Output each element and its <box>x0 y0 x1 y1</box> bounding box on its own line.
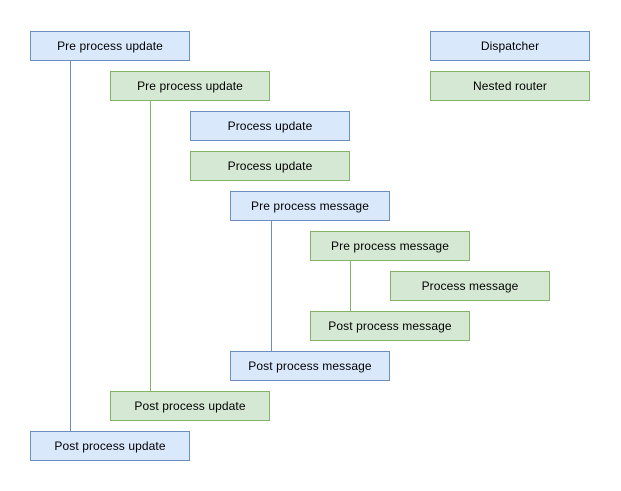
connector-n6-to-n8 <box>350 261 351 311</box>
connector-n2-to-n10 <box>150 101 151 391</box>
node-n4[interactable]: Process update <box>190 151 350 181</box>
legend-item-nested-router[interactable]: Nested router <box>430 71 590 101</box>
node-n9[interactable]: Post process message <box>230 351 390 381</box>
node-n7[interactable]: Process message <box>390 271 550 301</box>
node-n8[interactable]: Post process message <box>310 311 470 341</box>
node-n1[interactable]: Pre process update <box>30 31 190 61</box>
node-n3[interactable]: Process update <box>190 111 350 141</box>
connector-n5-to-n9 <box>271 221 272 351</box>
node-n6[interactable]: Pre process message <box>310 231 470 261</box>
node-n2[interactable]: Pre process update <box>110 71 270 101</box>
node-n11[interactable]: Post process update <box>30 431 190 461</box>
node-n10[interactable]: Post process update <box>110 391 270 421</box>
legend-item-dispatcher[interactable]: Dispatcher <box>430 31 590 61</box>
connector-n1-to-n11 <box>70 61 71 431</box>
node-n5[interactable]: Pre process message <box>230 191 390 221</box>
